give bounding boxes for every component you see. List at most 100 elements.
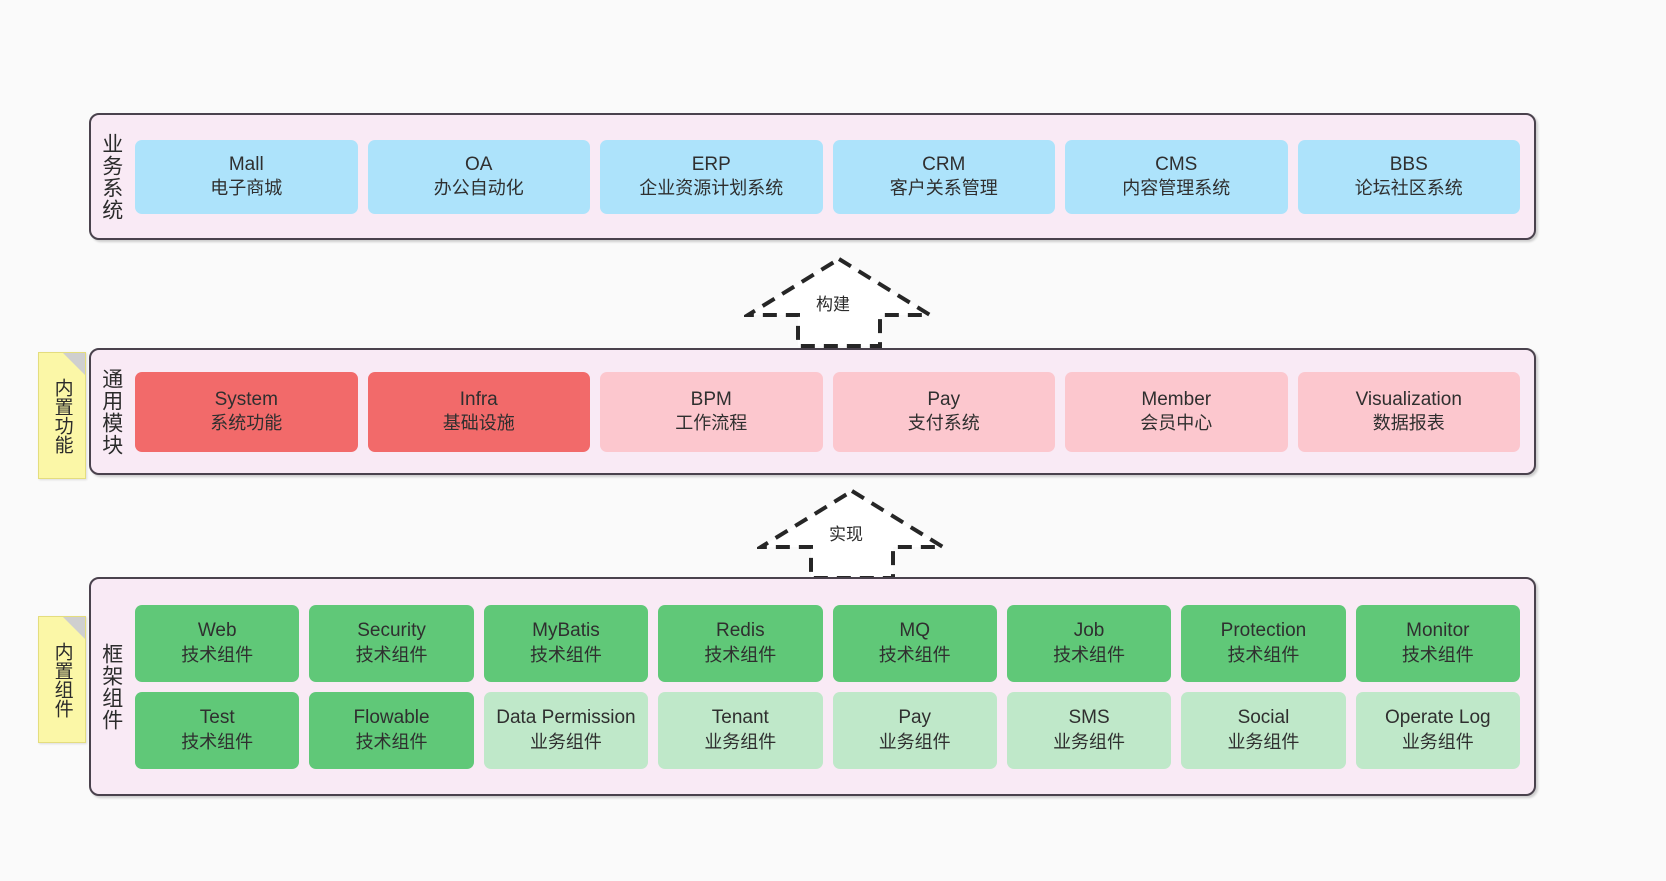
card-cms[interactable]: CMS 内容管理系统 bbox=[1065, 139, 1288, 214]
card-bbs-desc: 论坛社区系统 bbox=[1354, 178, 1463, 199]
framework-row-technical: Web 技术组件 Security 技术组件 MyBatis 技术组件 Redi… bbox=[135, 604, 1520, 682]
card-pay-component[interactable]: Pay 业务组件 bbox=[832, 691, 997, 769]
card-visualization-name: Visualization bbox=[1355, 388, 1462, 410]
card-flowable[interactable]: Flowable 技术组件 bbox=[309, 691, 474, 769]
card-crm[interactable]: CRM 客户关系管理 bbox=[832, 139, 1055, 214]
card-member-desc: 会员中心 bbox=[1140, 413, 1213, 434]
card-bpm[interactable]: BPM 工作流程 bbox=[600, 371, 823, 452]
card-monitor-name: Monitor bbox=[1406, 620, 1470, 642]
card-operate-log[interactable]: Operate Log 业务组件 bbox=[1355, 691, 1520, 769]
card-job[interactable]: Job 技术组件 bbox=[1006, 604, 1172, 682]
card-web[interactable]: Web 技术组件 bbox=[135, 604, 300, 682]
card-security-name: Security bbox=[357, 620, 426, 642]
card-test-name: Test bbox=[199, 707, 235, 729]
sticky-note-builtin-components-label: 内置组件 bbox=[51, 641, 73, 718]
card-web-desc: 技术组件 bbox=[181, 644, 254, 665]
layer-business-title: 业务系统 bbox=[99, 132, 123, 221]
card-operate-log-desc: 业务组件 bbox=[1401, 731, 1474, 752]
card-system-desc: 系统功能 bbox=[210, 413, 283, 434]
card-member-name: Member bbox=[1141, 388, 1212, 410]
card-social-name: Social bbox=[1237, 707, 1290, 729]
card-infra-desc: 基础设施 bbox=[442, 413, 515, 434]
card-member[interactable]: Member 会员中心 bbox=[1065, 371, 1288, 452]
card-crm-name: CRM bbox=[922, 153, 966, 175]
card-mall[interactable]: Mall 电子商城 bbox=[135, 139, 358, 214]
card-bpm-desc: 工作流程 bbox=[675, 413, 748, 434]
card-mall-name: Mall bbox=[228, 153, 264, 175]
card-pay-component-name: Pay bbox=[898, 707, 932, 729]
card-security-desc: 技术组件 bbox=[355, 644, 428, 665]
card-mybatis-name: MyBatis bbox=[532, 620, 600, 642]
card-erp[interactable]: ERP 企业资源计划系统 bbox=[600, 139, 823, 214]
card-redis[interactable]: Redis 技术组件 bbox=[658, 604, 823, 682]
card-erp-name: ERP bbox=[691, 153, 731, 175]
card-security[interactable]: Security 技术组件 bbox=[309, 604, 474, 682]
connector-build-label: 构建 bbox=[816, 295, 850, 314]
card-sms-desc: 业务组件 bbox=[1053, 731, 1126, 752]
card-web-name: Web bbox=[197, 620, 237, 642]
layer-common-modules[interactable]: 通用模块 System 系统功能 Infra 基础设施 BPM 工作流程 Pay… bbox=[89, 348, 1536, 475]
card-flowable-name: Flowable bbox=[353, 707, 430, 729]
page-fold-icon bbox=[63, 617, 85, 639]
card-cms-name: CMS bbox=[1155, 153, 1198, 175]
card-redis-desc: 技术组件 bbox=[704, 644, 777, 665]
card-infra-name: Infra bbox=[459, 388, 498, 410]
layer-common-cards: System 系统功能 Infra 基础设施 BPM 工作流程 Pay 支付系统… bbox=[131, 350, 1534, 473]
layer-business-systems[interactable]: 业务系统 Mall 电子商城 OA 办公自动化 ERP 企业资源计划系统 CRM… bbox=[89, 113, 1536, 240]
card-crm-desc: 客户关系管理 bbox=[889, 178, 998, 199]
card-data-permission[interactable]: Data Permission 业务组件 bbox=[483, 691, 649, 769]
card-erp-desc: 企业资源计划系统 bbox=[639, 178, 784, 199]
card-social-desc: 业务组件 bbox=[1227, 731, 1300, 752]
card-job-name: Job bbox=[1073, 620, 1105, 642]
card-mybatis-desc: 技术组件 bbox=[529, 644, 602, 665]
card-protection[interactable]: Protection 技术组件 bbox=[1181, 604, 1346, 682]
card-monitor[interactable]: Monitor 技术组件 bbox=[1355, 604, 1520, 682]
card-system-name: System bbox=[214, 388, 278, 410]
connector-implement-label: 实现 bbox=[829, 525, 863, 544]
card-mq-desc: 技术组件 bbox=[878, 644, 951, 665]
card-protection-name: Protection bbox=[1220, 620, 1307, 642]
card-data-permission-name: Data Permission bbox=[496, 707, 636, 729]
card-visualization[interactable]: Visualization 数据报表 bbox=[1297, 371, 1520, 452]
card-mall-desc: 电子商城 bbox=[210, 178, 283, 199]
card-bpm-name: BPM bbox=[690, 388, 732, 410]
card-tenant-name: Tenant bbox=[711, 707, 769, 729]
card-pay-module[interactable]: Pay 支付系统 bbox=[832, 371, 1055, 452]
card-oa[interactable]: OA 办公自动化 bbox=[367, 139, 590, 214]
card-monitor-desc: 技术组件 bbox=[1401, 644, 1474, 665]
card-flowable-desc: 技术组件 bbox=[355, 731, 428, 752]
framework-row-business: Test 技术组件 Flowable 技术组件 Data Permission … bbox=[135, 691, 1520, 769]
card-cms-desc: 内容管理系统 bbox=[1122, 178, 1231, 199]
card-tenant[interactable]: Tenant 业务组件 bbox=[658, 691, 823, 769]
card-data-permission-desc: 业务组件 bbox=[529, 731, 602, 752]
card-protection-desc: 技术组件 bbox=[1227, 644, 1300, 665]
card-mybatis[interactable]: MyBatis 技术组件 bbox=[483, 604, 649, 682]
layer-business-cards: Mall 电子商城 OA 办公自动化 ERP 企业资源计划系统 CRM 客户关系… bbox=[131, 115, 1534, 238]
layer-framework-title: 框架组件 bbox=[99, 642, 123, 731]
card-system[interactable]: System 系统功能 bbox=[135, 371, 358, 452]
card-bbs[interactable]: BBS 论坛社区系统 bbox=[1297, 139, 1520, 214]
card-sms[interactable]: SMS 业务组件 bbox=[1006, 691, 1172, 769]
card-oa-name: OA bbox=[465, 153, 493, 175]
card-sms-name: SMS bbox=[1068, 707, 1110, 729]
card-visualization-desc: 数据报表 bbox=[1372, 413, 1445, 434]
card-test-desc: 技术组件 bbox=[181, 731, 254, 752]
card-social[interactable]: Social 业务组件 bbox=[1181, 691, 1346, 769]
card-pay-module-desc: 支付系统 bbox=[907, 413, 980, 434]
sticky-note-builtin-features[interactable]: 内置功能 bbox=[38, 352, 86, 479]
card-job-desc: 技术组件 bbox=[1053, 644, 1126, 665]
card-bbs-name: BBS bbox=[1389, 153, 1428, 175]
card-mq[interactable]: MQ 技术组件 bbox=[832, 604, 997, 682]
card-redis-name: Redis bbox=[716, 620, 765, 642]
sticky-note-builtin-components[interactable]: 内置组件 bbox=[38, 616, 86, 743]
sticky-note-builtin-features-label: 内置功能 bbox=[51, 377, 73, 454]
card-tenant-desc: 业务组件 bbox=[704, 731, 777, 752]
layer-framework-cards: Web 技术组件 Security 技术组件 MyBatis 技术组件 Redi… bbox=[131, 579, 1534, 794]
card-infra[interactable]: Infra 基础设施 bbox=[367, 371, 590, 452]
card-mq-name: MQ bbox=[899, 620, 930, 642]
card-oa-desc: 办公自动化 bbox=[433, 178, 524, 199]
card-test[interactable]: Test 技术组件 bbox=[135, 691, 300, 769]
card-pay-component-desc: 业务组件 bbox=[878, 731, 951, 752]
layer-framework-components[interactable]: 框架组件 Web 技术组件 Security 技术组件 MyBatis 技术组件… bbox=[89, 577, 1536, 796]
